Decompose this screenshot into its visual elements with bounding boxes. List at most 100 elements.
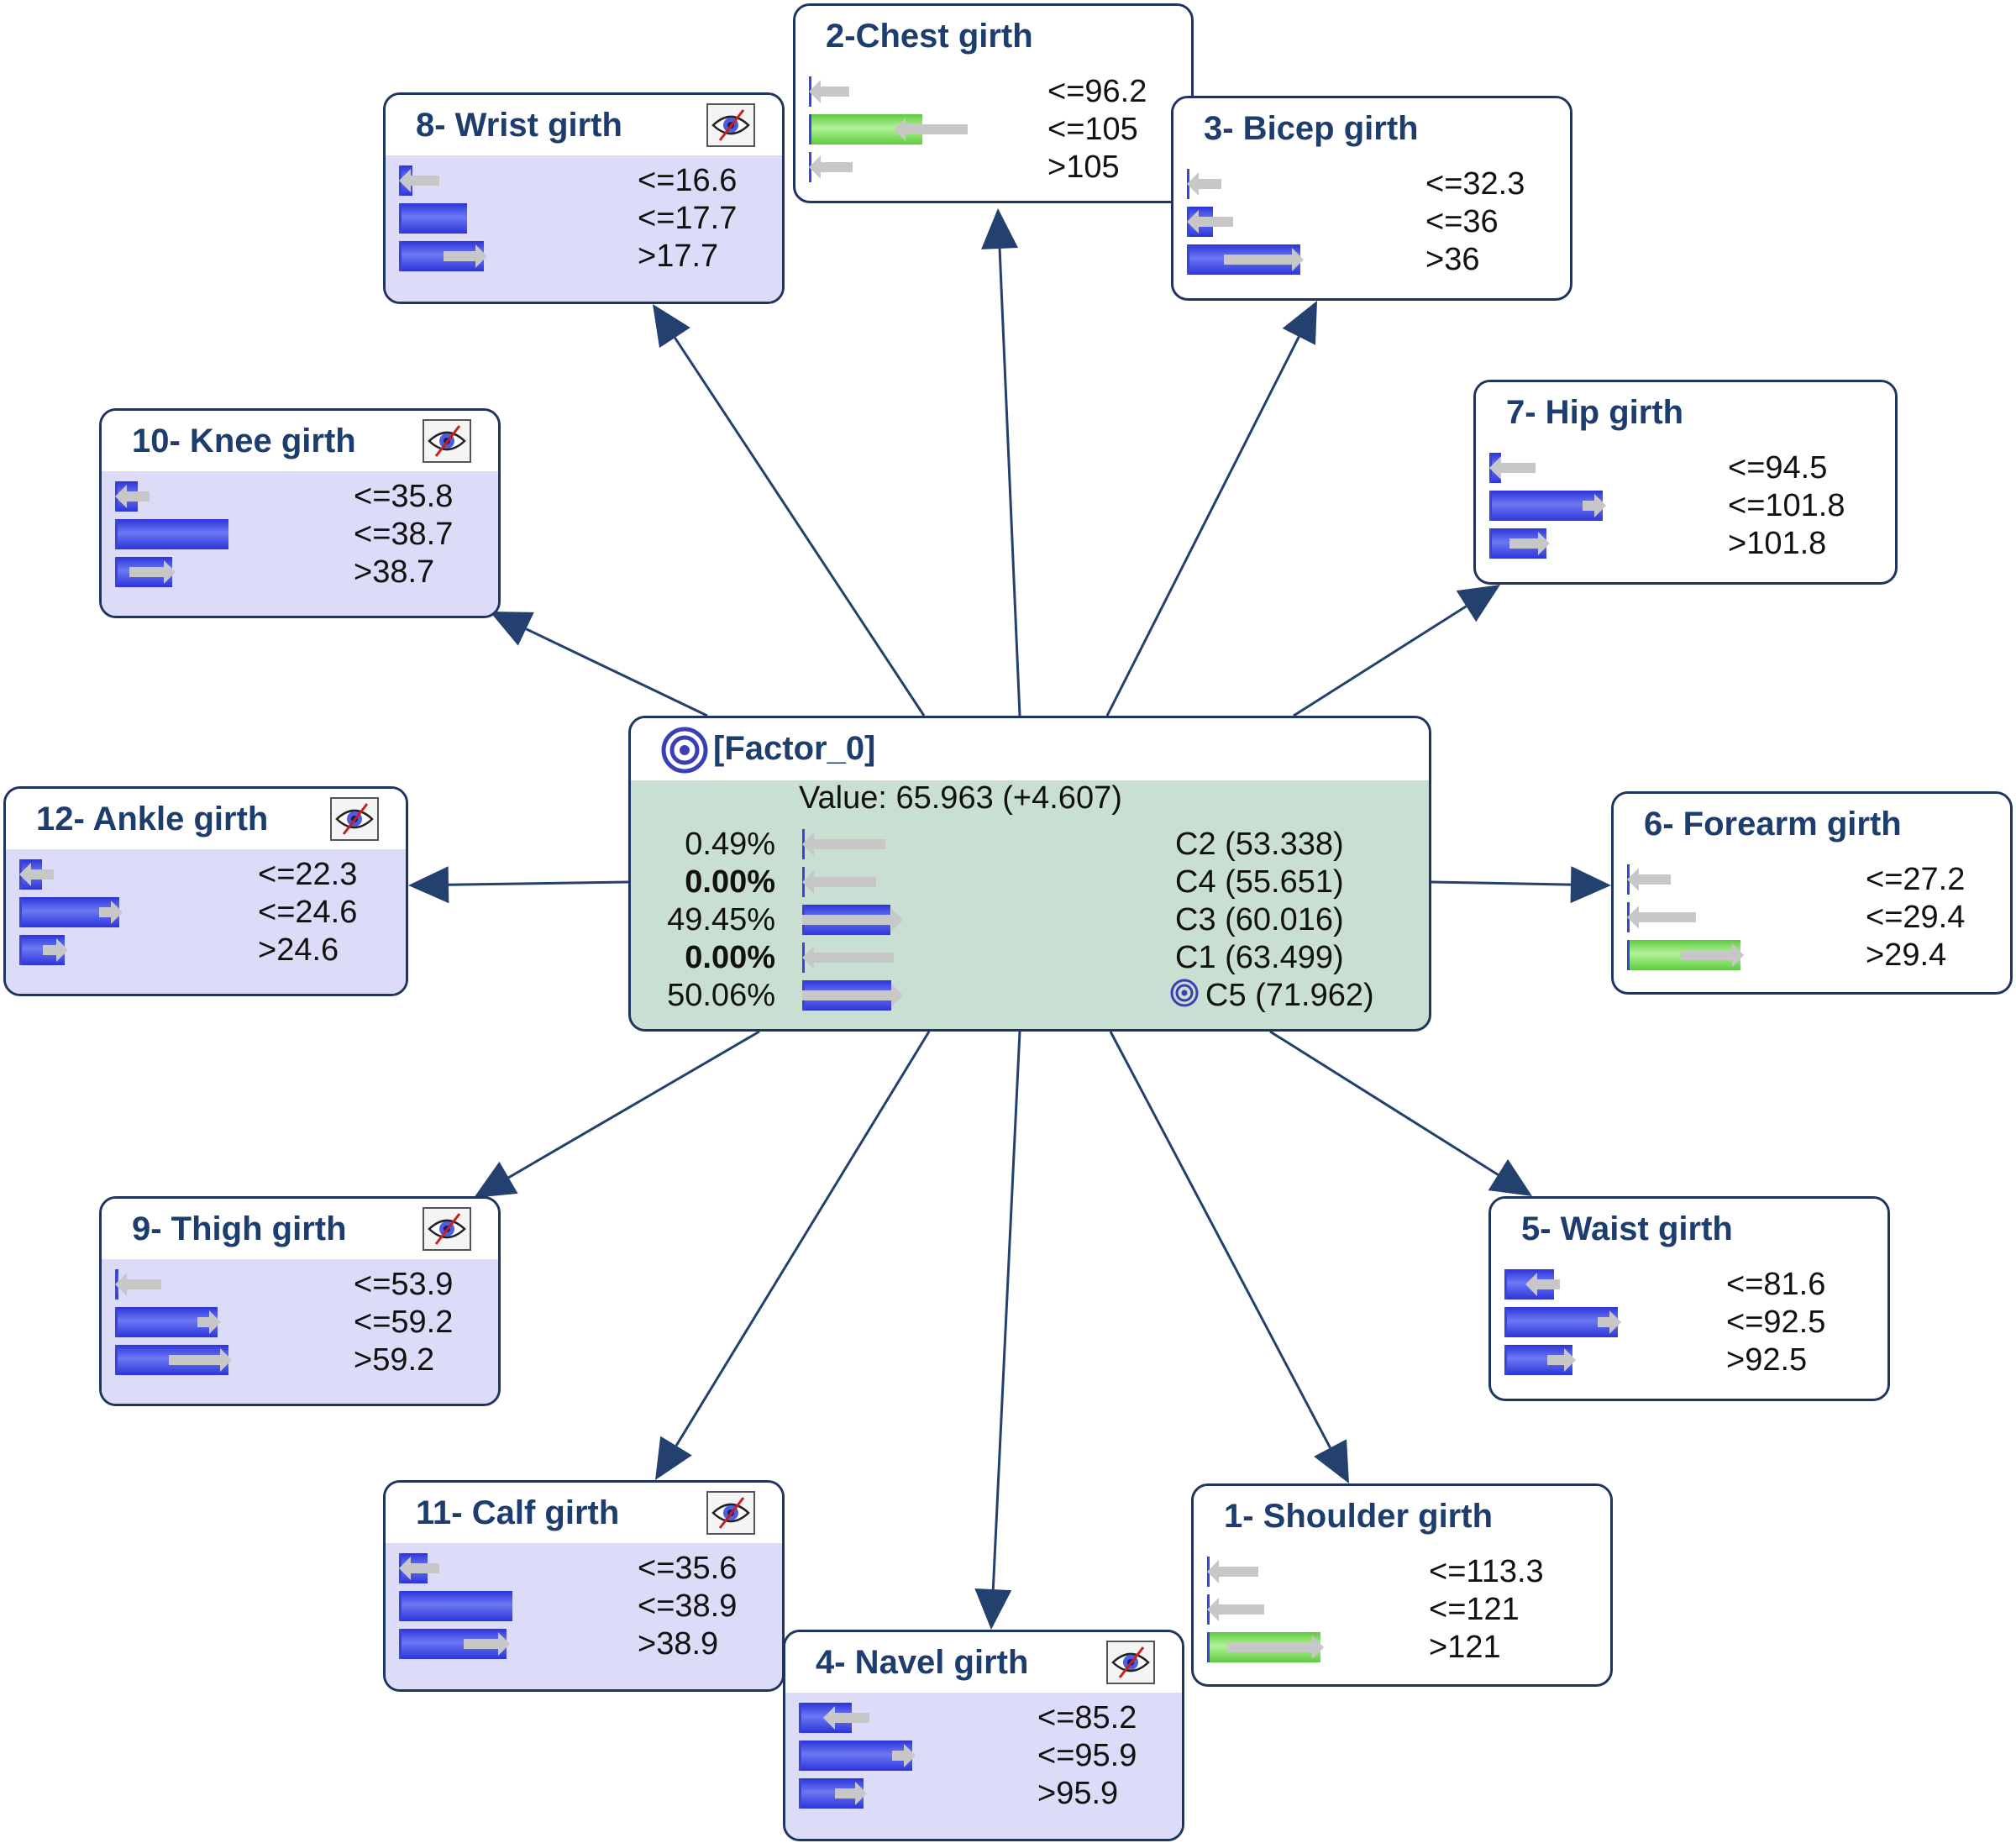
- factor-node-title: [Factor_0]: [713, 730, 876, 767]
- target-state-icon: [1170, 979, 1199, 1016]
- state-label-text: C1 (63.499): [1175, 940, 1344, 975]
- state-row: <=92.5: [1491, 1304, 1887, 1341]
- state-label: >95.9: [1037, 1776, 1119, 1811]
- eye-slash-icon[interactable]: [423, 419, 471, 463]
- edge-chest: [998, 248, 1021, 717]
- increase-arrow-icon: [835, 1782, 867, 1805]
- node-wrist[interactable]: 8- Wrist girth <=16.6<=17.7>17.7: [383, 92, 785, 304]
- node-title: 10- Knee girth: [132, 423, 356, 459]
- decrease-arrow-icon: [115, 1273, 161, 1296]
- state-row: <=35.8: [102, 478, 498, 515]
- eye-slash-icon[interactable]: [330, 797, 379, 841]
- state-bar-tick: [115, 1345, 118, 1375]
- state-bar-holder: [789, 901, 974, 938]
- decrease-arrow-icon: [399, 169, 439, 192]
- node-states: <=85.2<=95.9>95.9: [785, 1693, 1182, 1839]
- state-label: >59.2: [354, 1342, 435, 1378]
- factor-node[interactable]: [Factor_0] Value: 65.963 (+4.607) 0.49%C…: [628, 716, 1431, 1032]
- state-row: >121: [1194, 1629, 1610, 1666]
- state-bar-tick: [1504, 1269, 1507, 1300]
- state-bar: [802, 980, 980, 1011]
- state-bar: [1504, 1345, 1618, 1375]
- node-hip[interactable]: 7- Hip girth<=94.5<=101.8>101.8: [1473, 380, 1898, 585]
- node-header: 1- Shoulder girth: [1194, 1486, 1610, 1546]
- state-bar-tick: [19, 935, 22, 965]
- eye-slash-icon[interactable]: [706, 1491, 755, 1535]
- node-thigh[interactable]: 9- Thigh girth<=53.9<=59.2>59.2: [99, 1196, 501, 1406]
- edge-knee: [525, 627, 708, 717]
- node-waist[interactable]: 5- Waist girth<=81.6<=92.5>92.5: [1488, 1196, 1890, 1401]
- increase-arrow-icon: [129, 560, 176, 584]
- state-row: <=113.3: [1194, 1553, 1610, 1590]
- state-row: <=35.6: [386, 1550, 782, 1587]
- state-bar-tick: [1504, 1307, 1507, 1337]
- state-label: >17.7: [638, 239, 719, 274]
- state-label: <=17.7: [638, 201, 738, 236]
- node-header: 12- Ankle girth: [6, 789, 406, 849]
- node-header: 10- Knee girth: [102, 411, 498, 471]
- node-chest[interactable]: 2-Chest girth<=96.2<=105>105: [793, 3, 1194, 203]
- decrease-arrow-icon: [115, 485, 150, 508]
- node-shoulder[interactable]: 1- Shoulder girth<=113.3<=121>121: [1191, 1483, 1613, 1687]
- node-header: 8- Wrist girth: [386, 95, 782, 155]
- state-label: <=29.4: [1866, 900, 1966, 935]
- node-title: 4- Navel girth: [816, 1644, 1029, 1681]
- node-states: <=35.6<=38.9>38.9: [386, 1543, 782, 1689]
- increase-arrow-icon: [1583, 494, 1606, 517]
- node-states: <=113.3<=121>121: [1194, 1546, 1610, 1684]
- node-navel[interactable]: 4- Navel girth <=85.2<=95.9>95.9: [783, 1630, 1184, 1841]
- increase-arrow-icon: [802, 984, 903, 1007]
- eye-slash-icon[interactable]: [423, 1207, 471, 1251]
- increase-arrow-icon: [444, 244, 487, 268]
- state-bar: [399, 1553, 512, 1583]
- state-bar-tick: [1504, 1345, 1507, 1375]
- decrease-arrow-icon: [1187, 210, 1233, 234]
- decrease-arrow-icon: [809, 80, 849, 103]
- state-label: >29.4: [1866, 937, 1947, 973]
- node-title: 2-Chest girth: [826, 18, 1033, 55]
- state-bar: [115, 1345, 232, 1375]
- node-title: 7- Hip girth: [1506, 394, 1684, 431]
- edge-forearm: [1431, 880, 1572, 886]
- state-bar: [19, 897, 133, 927]
- state-label: <=96.2: [1047, 74, 1147, 109]
- node-header: 2-Chest girth: [795, 6, 1191, 66]
- state-label: >38.7: [354, 554, 435, 590]
- state-bar: [802, 867, 980, 897]
- node-ankle[interactable]: 12- Ankle girth<=22.3<=24.6>24.6: [3, 786, 408, 996]
- state-row: <=17.7: [386, 200, 782, 237]
- node-title: 8- Wrist girth: [416, 107, 622, 144]
- edge-arrowhead-hip: [1456, 585, 1500, 622]
- eye-slash-icon[interactable]: [1106, 1641, 1155, 1684]
- node-states: <=27.2<=29.4>29.4: [1614, 854, 2010, 992]
- increase-arrow-icon: [1227, 1636, 1324, 1659]
- state-bar: [1207, 1557, 1320, 1587]
- state-bar-tick: [399, 1629, 402, 1659]
- state-label: <=105: [1047, 112, 1138, 147]
- state-row: <=29.4: [1614, 899, 2010, 936]
- state-bar: [809, 114, 968, 144]
- state-row: <=81.6: [1491, 1266, 1887, 1303]
- state-bar: [19, 935, 133, 965]
- node-knee[interactable]: 10- Knee girth <=35.8<=38.7>38.7: [99, 408, 501, 618]
- node-header: 6- Forearm girth: [1614, 794, 2010, 854]
- increase-arrow-icon: [197, 1310, 221, 1334]
- state-percentage: 49.45%: [667, 902, 775, 937]
- state-label: <=101.8: [1728, 488, 1845, 523]
- state-label: <=94.5: [1728, 450, 1828, 486]
- state-bar-tick: [399, 241, 402, 271]
- node-calf[interactable]: 11- Calf girth<=35.6<=38.9>38.9: [383, 1480, 785, 1692]
- edge-wrist: [674, 337, 926, 717]
- decrease-arrow-icon: [809, 155, 853, 179]
- node-states: <=16.6<=17.7>17.7: [386, 155, 782, 302]
- state-bar-tick: [399, 1591, 402, 1621]
- node-states: <=35.8<=38.7>38.7: [102, 471, 498, 616]
- state-row: >38.7: [102, 554, 498, 591]
- node-forearm[interactable]: 6- Forearm girth<=27.2<=29.4>29.4: [1611, 791, 2013, 995]
- state-percentage: 0.00%: [685, 940, 775, 975]
- state-row: <=101.8: [1476, 487, 1895, 524]
- state-bar: [1489, 491, 1606, 521]
- state-bar-tick: [115, 1307, 118, 1337]
- node-bicep[interactable]: 3- Bicep girth<=32.3<=36>36: [1171, 96, 1572, 301]
- eye-slash-icon[interactable]: [706, 103, 755, 147]
